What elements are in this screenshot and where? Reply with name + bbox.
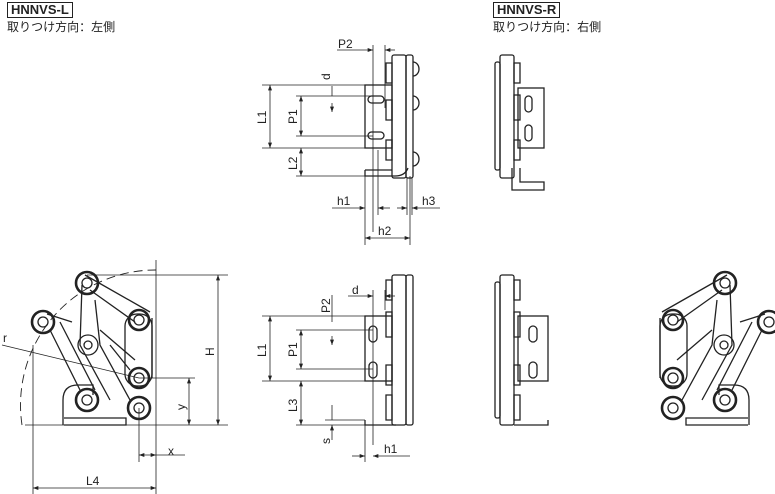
clamp-front-view-left: r H y x L4 bbox=[1, 260, 228, 494]
dim-p2-bottom: P2 bbox=[319, 298, 333, 313]
model-label-left: HNNVS-L bbox=[7, 2, 73, 18]
dim-d-bottom: d bbox=[352, 283, 359, 297]
model-label-right: HNNVS-R bbox=[493, 2, 561, 18]
dim-l4: L4 bbox=[86, 474, 100, 488]
dim-h2: h2 bbox=[378, 224, 392, 238]
dim-y: y bbox=[174, 404, 188, 410]
dim-p1-bottom: P1 bbox=[286, 342, 300, 357]
dim-s: s bbox=[319, 438, 333, 444]
clamp-front-view-right bbox=[659, 270, 775, 426]
dim-l1: L1 bbox=[255, 110, 269, 124]
dim-l1-bottom: L1 bbox=[255, 343, 269, 357]
side-view-top: P2 d L1 P1 L2 h1 h3 h2 bbox=[255, 37, 440, 245]
mounting-direction-right: 取りつけ方向：右側 bbox=[493, 20, 602, 34]
dim-h3: h3 bbox=[422, 194, 436, 208]
dim-d: d bbox=[319, 73, 333, 80]
mounting-direction-left: 取りつけ方向：左側 bbox=[7, 20, 116, 34]
dim-H: H bbox=[203, 347, 217, 356]
dim-h1-bottom: h1 bbox=[384, 442, 398, 456]
dim-p2: P2 bbox=[338, 37, 353, 51]
dim-l3: L3 bbox=[286, 398, 300, 412]
dim-x: x bbox=[168, 444, 174, 458]
side-view-bottom: d P2 L1 P1 L3 s h1 bbox=[255, 274, 414, 462]
side-view-top-right bbox=[494, 54, 545, 191]
dim-l2: L2 bbox=[286, 156, 300, 170]
dim-r: r bbox=[3, 331, 7, 345]
side-view-bottom-right bbox=[494, 274, 549, 426]
dim-h1: h1 bbox=[337, 194, 351, 208]
dim-p1: P1 bbox=[286, 109, 300, 124]
